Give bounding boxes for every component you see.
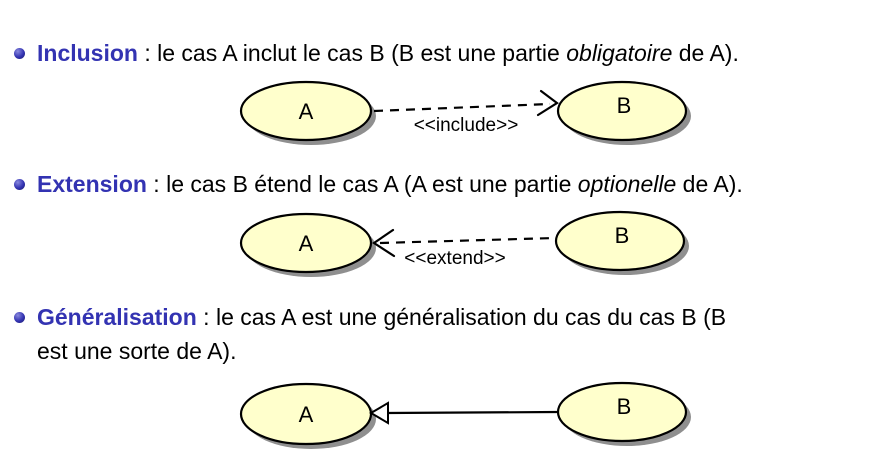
bullet-ball-icon <box>14 48 25 59</box>
body-text: de A). <box>672 40 739 66</box>
term-inclusion: Inclusion <box>37 40 138 66</box>
bullet-ball-icon <box>14 179 25 190</box>
extend-dashed-line <box>379 236 556 245</box>
bullet-text-generalisation: Généralisation : le cas A est une généra… <box>37 300 882 368</box>
bullet-item-extension: Extension : le cas B étend le cas A (A e… <box>14 167 882 201</box>
include-arrowhead-icon <box>536 89 559 117</box>
usecase-a-shadow <box>246 219 376 277</box>
term-extension: Extension <box>37 171 147 197</box>
usecase-b-shadow <box>561 217 689 275</box>
body-text: le cas B étend le cas A (A est une parti… <box>166 171 578 197</box>
bullet-text-extension: Extension : le cas B étend le cas A (A e… <box>37 167 882 201</box>
usecase-a-label: A <box>299 231 314 256</box>
include-dashed-line <box>373 102 551 113</box>
extend-stereotype-label: <<extend>> <box>404 248 505 269</box>
generalisation-triangle-icon <box>369 401 389 425</box>
bullet-ball-icon <box>14 312 25 323</box>
usecase-b-shadow <box>563 87 691 145</box>
separator: : <box>146 171 167 197</box>
usecase-a-shadow <box>246 389 376 449</box>
body-text: le cas A est une généralisation du cas d… <box>215 304 727 330</box>
usecase-b-ellipse <box>556 80 688 142</box>
usecase-b-label: B <box>617 93 632 118</box>
italic-word: obligatoire <box>566 40 673 66</box>
usecase-b-label: B <box>617 394 632 419</box>
term-generalisation: Généralisation <box>37 304 197 330</box>
diagram-include: A B <<include>> <box>239 80 691 145</box>
body-text-line2: est une sorte de A). <box>37 338 237 364</box>
generalisation-line <box>386 410 559 415</box>
usecase-a-label: A <box>299 99 314 124</box>
bullet-item-inclusion: Inclusion : le cas A inclut le cas B (B … <box>14 36 882 70</box>
include-stereotype-label: <<include>> <box>414 115 519 136</box>
usecase-b-ellipse <box>554 210 686 272</box>
usecase-a-ellipse <box>239 212 373 274</box>
usecase-b-ellipse <box>556 381 688 443</box>
usecase-a-label: A <box>299 402 314 427</box>
usecase-a-ellipse <box>239 80 373 142</box>
diagram-generalisation: A B <box>239 381 691 449</box>
body-text: le cas A inclut le cas B (B est une part… <box>157 40 567 66</box>
usecase-a-ellipse <box>239 382 373 446</box>
extend-arrowhead-icon <box>372 228 396 258</box>
bullet-item-generalisation: Généralisation : le cas A est une généra… <box>14 300 882 368</box>
usecase-b-label: B <box>615 223 630 248</box>
usecase-a-shadow <box>246 87 376 145</box>
diagram-extend: A B <<extend>> <box>239 210 689 277</box>
italic-word: optionelle <box>577 171 677 197</box>
body-text: de A). <box>676 171 743 197</box>
bullet-text-inclusion: Inclusion : le cas A inclut le cas B (B … <box>37 36 882 70</box>
usecase-b-shadow <box>563 388 691 446</box>
separator: : <box>137 40 158 66</box>
separator: : <box>196 304 216 330</box>
